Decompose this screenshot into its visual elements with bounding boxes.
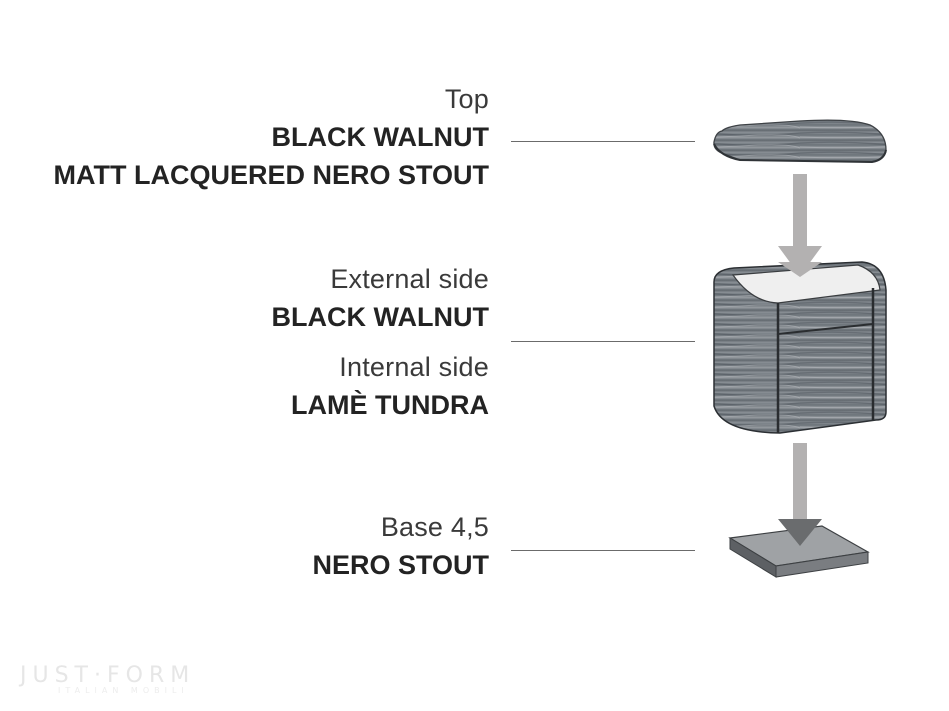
arrow-down-1 xyxy=(778,174,822,276)
brand-watermark: JUST·FORM ITALIAN MOBILI xyxy=(20,663,195,695)
top-finish-2: MATT LACQUERED NERO STOUT xyxy=(53,160,490,190)
body-label-block: External side BLACK WALNUT Internal side… xyxy=(272,260,489,424)
base-plinth xyxy=(728,519,870,578)
external-side-title: External side xyxy=(330,264,489,294)
base-title: Base 4,5 xyxy=(380,512,489,542)
top-panel xyxy=(713,119,887,164)
internal-side-finish: LAMÈ TUNDRA xyxy=(291,390,489,420)
top-label-block: Top BLACK WALNUT MATT LACQUERED NERO STO… xyxy=(54,80,490,194)
external-side-finish: BLACK WALNUT xyxy=(271,302,489,332)
body-leader-line xyxy=(511,341,695,342)
base-label-block: Base 4,5 NERO STOUT xyxy=(312,508,489,584)
base-leader-line xyxy=(511,550,695,551)
top-leader-line xyxy=(511,141,695,142)
nightstand-body xyxy=(713,261,887,434)
internal-side-title: Internal side xyxy=(339,352,489,382)
watermark-brand: JUST·FORM xyxy=(20,663,196,688)
watermark-tagline: ITALIAN MOBILI xyxy=(58,686,189,695)
top-finish-1: BLACK WALNUT xyxy=(271,122,489,152)
arrow-down-2 xyxy=(793,443,807,521)
base-finish: NERO STOUT xyxy=(312,550,489,580)
top-title: Top xyxy=(444,84,489,114)
